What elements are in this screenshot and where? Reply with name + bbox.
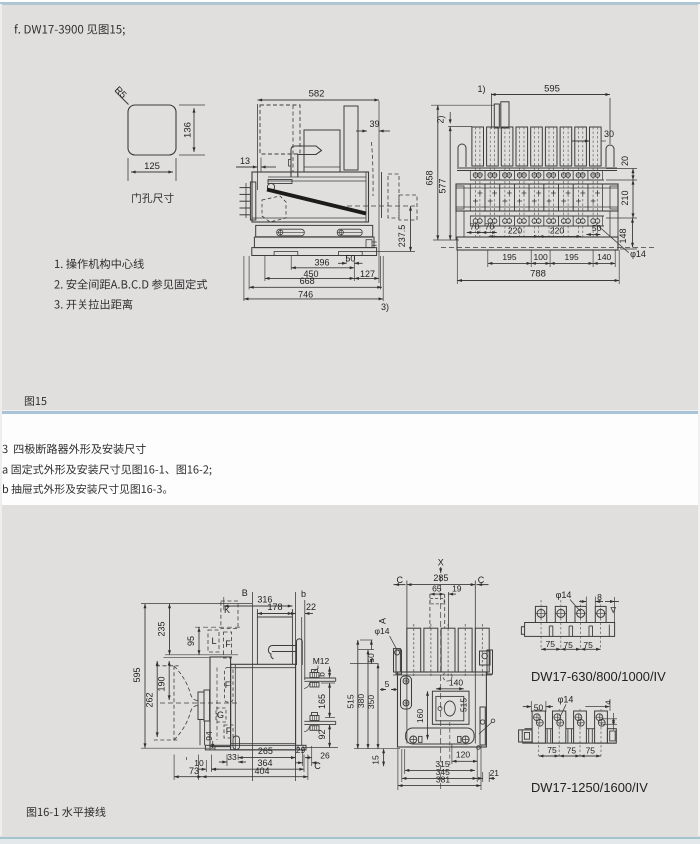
svg-text:33: 33 [227, 752, 237, 762]
svg-text:15: 15 [371, 755, 381, 765]
svg-text:F: F [225, 680, 231, 690]
svg-text:178: 178 [267, 602, 282, 612]
svg-text:L: L [211, 636, 216, 646]
svg-text:668: 668 [300, 276, 315, 286]
svg-text:4: 4 [604, 700, 613, 704]
svg-text:22: 22 [306, 602, 316, 612]
svg-text:160: 160 [415, 709, 425, 723]
svg-text:F: F [225, 639, 231, 649]
svg-text:140: 140 [449, 678, 463, 688]
svg-text:1): 1) [477, 84, 485, 94]
svg-text:165: 165 [317, 694, 327, 709]
svg-text:396: 396 [314, 258, 329, 268]
svg-text:577: 577 [438, 178, 448, 193]
svg-text:316: 316 [257, 595, 272, 605]
svg-text:265: 265 [258, 746, 273, 756]
svg-text:746: 746 [298, 290, 313, 300]
svg-text:100: 100 [534, 252, 548, 262]
svg-text:A: A [378, 618, 388, 624]
svg-text:450: 450 [303, 269, 318, 279]
svg-text:220: 220 [550, 226, 564, 236]
svg-text:65: 65 [432, 584, 442, 594]
svg-text:5: 5 [385, 679, 390, 689]
svg-text:73: 73 [189, 766, 199, 776]
svg-text:94: 94 [204, 731, 214, 741]
svg-text:50: 50 [345, 254, 355, 264]
svg-text:195: 195 [502, 252, 516, 262]
svg-text:2): 2) [436, 115, 446, 123]
svg-text:φ14: φ14 [630, 249, 646, 259]
svg-text:210: 210 [620, 190, 630, 205]
svg-text:20: 20 [620, 156, 630, 166]
svg-text:381: 381 [436, 775, 450, 785]
svg-text:125: 125 [144, 161, 160, 172]
svg-text:50: 50 [366, 653, 376, 663]
svg-text:380: 380 [356, 694, 366, 708]
svg-text:50: 50 [592, 223, 602, 233]
svg-text:350: 350 [366, 695, 376, 709]
svg-text:658: 658 [425, 170, 435, 185]
svg-text:R5: R5 [112, 85, 128, 101]
svg-text:788: 788 [530, 269, 546, 280]
svg-text:C: C [397, 575, 404, 585]
svg-text:364: 364 [257, 758, 272, 768]
svg-text:DW17-1250/1600/IV: DW17-1250/1600/IV [531, 780, 648, 795]
svg-text:26: 26 [320, 751, 330, 761]
svg-text:127: 127 [360, 269, 375, 279]
svg-text:30: 30 [604, 129, 614, 139]
svg-text:F: F [226, 726, 232, 736]
svg-text:70: 70 [470, 222, 480, 232]
svg-text:X: X [438, 558, 444, 568]
svg-text:404: 404 [254, 766, 269, 776]
svg-text:B: B [242, 588, 248, 598]
svg-text:140: 140 [597, 252, 611, 262]
svg-text:75: 75 [583, 640, 593, 650]
svg-text:75: 75 [547, 745, 557, 755]
svg-text:285: 285 [433, 573, 448, 583]
svg-text:C: C [314, 761, 321, 771]
svg-text:b: b [301, 589, 306, 599]
svg-text:b: b [317, 672, 327, 677]
svg-text:10: 10 [194, 758, 204, 768]
svg-text:M12: M12 [313, 656, 330, 666]
svg-text:136: 136 [183, 122, 194, 138]
svg-text:φ14: φ14 [375, 626, 390, 636]
svg-text:8: 8 [597, 592, 602, 602]
svg-text:50: 50 [534, 703, 544, 713]
svg-text:195: 195 [565, 252, 579, 262]
svg-text:K: K [224, 605, 230, 615]
svg-text:70: 70 [485, 222, 495, 232]
svg-text:595: 595 [544, 84, 560, 95]
svg-text:190: 190 [157, 676, 167, 691]
svg-text:29: 29 [296, 745, 306, 755]
svg-text:3): 3) [381, 302, 389, 312]
svg-text:75: 75 [546, 639, 556, 649]
svg-text:C: C [478, 575, 485, 585]
svg-text:21: 21 [490, 768, 500, 778]
svg-text:DW17-630/800/1000/IV: DW17-630/800/1000/IV [531, 669, 666, 684]
svg-text:G: G [217, 710, 224, 720]
svg-text:220: 220 [508, 226, 522, 236]
svg-text:515: 515 [459, 698, 469, 712]
svg-text:92: 92 [317, 729, 327, 739]
svg-text:75: 75 [567, 746, 577, 756]
svg-text:148: 148 [618, 228, 628, 243]
svg-text:75: 75 [563, 640, 573, 650]
svg-text:345: 345 [436, 767, 450, 777]
svg-text:595: 595 [132, 667, 142, 682]
svg-text:19: 19 [452, 584, 462, 594]
svg-text:13: 13 [240, 156, 250, 166]
svg-text:235: 235 [157, 621, 167, 636]
svg-text:120: 120 [456, 750, 470, 760]
svg-text:φ14: φ14 [558, 695, 574, 705]
svg-text:95: 95 [186, 636, 196, 646]
svg-text:515: 515 [346, 694, 356, 708]
svg-text:315: 315 [435, 759, 449, 769]
svg-text:262: 262 [145, 692, 155, 707]
svg-text:75: 75 [586, 746, 596, 756]
svg-text:582: 582 [309, 89, 325, 100]
svg-text:237.5: 237.5 [397, 225, 407, 248]
svg-text:39: 39 [369, 119, 379, 129]
svg-text:φ14: φ14 [556, 590, 572, 600]
